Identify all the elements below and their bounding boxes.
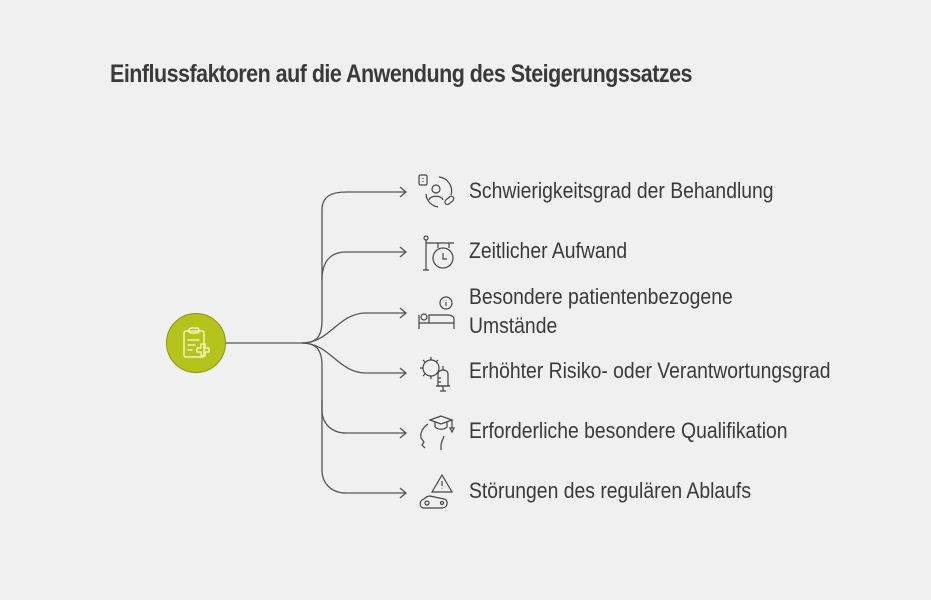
virus-syringe-icon — [420, 357, 450, 392]
clipboard-plus-icon — [183, 327, 210, 358]
item-label-line1: Besondere patientenbezogene — [469, 284, 733, 309]
clock-sign-icon — [423, 235, 454, 271]
item-label: Schwierigkeitsgrad der Behandlung — [469, 178, 774, 203]
diagram-title: Einflussfaktoren auf die Anwendung des S… — [110, 60, 692, 88]
item-label: Störungen des regulären Ablaufs — [469, 478, 751, 503]
item-label-line2: Umstände — [469, 313, 558, 338]
item-label: Erhöhter Risiko- oder Verantwortungsgrad — [469, 358, 831, 383]
head-graduation-cap-icon — [420, 415, 455, 450]
item-label: Erforderliche besondere Qualifikation — [469, 418, 788, 443]
item-label: Zeitlicher Aufwand — [469, 238, 628, 263]
central-hub — [166, 313, 226, 373]
warning-conveyor-icon — [419, 473, 454, 509]
patient-medication-icon — [418, 174, 455, 208]
bed-info-icon — [418, 296, 455, 329]
